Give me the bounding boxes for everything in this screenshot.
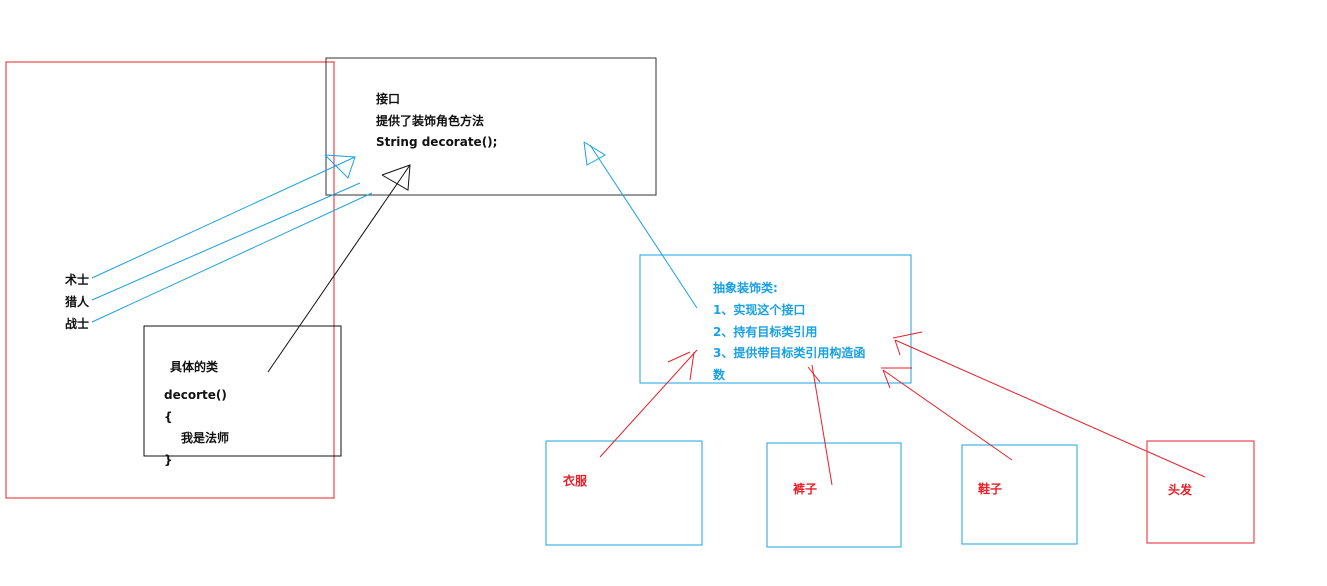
role-hunter: 猎人 [65,295,90,309]
role-arrows [91,141,698,323]
concrete-class-box [143,325,342,457]
concrete-title: 具体的类 [170,360,219,374]
abstract-item: 数 [713,368,726,382]
abstract-item: 3、提供带目标类引用构造函 [713,346,866,360]
role-warlock: 术士 [65,273,90,287]
interface-desc: 提供了装饰角色方法 [376,114,485,128]
decorator-arrows [599,331,1206,486]
roles-group-box [5,61,335,499]
hair-box [1146,440,1255,544]
role-warrior: 战士 [65,317,90,331]
shoes-box [961,444,1078,545]
interface-method: String decorate(); [376,135,498,149]
decorator-clothes: 衣服 [563,474,588,488]
abstract-decorator-box [639,254,912,384]
concrete-close-brace: } [164,453,173,467]
decorator-hair: 头发 [1168,483,1193,497]
abstract-title: 抽象装饰类: [713,281,778,295]
concrete-body: 我是法师 [181,431,230,445]
decorator-pants: 裤子 [793,482,818,496]
pants-box [766,442,902,548]
clothes-box [545,440,703,546]
concrete-open-brace: { [164,410,173,424]
decorator-shoes: 鞋子 [978,482,1003,496]
interface-box [325,57,657,196]
interface-title: 接口 [376,92,401,106]
concrete-method: decorte() [164,388,227,402]
concrete-arrow [267,164,411,373]
abstract-item: 2、持有目标类引用 [713,325,818,339]
abstract-item: 1、实现这个接口 [713,303,806,317]
